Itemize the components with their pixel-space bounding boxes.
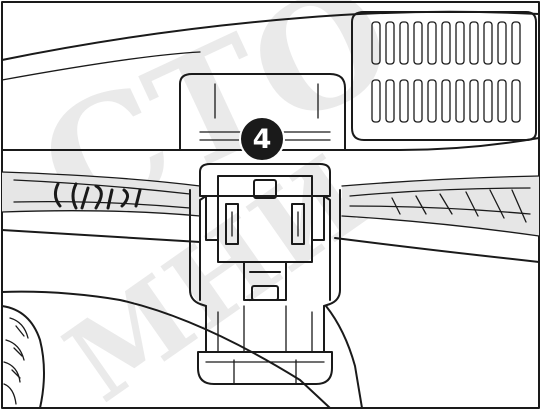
cable — [325, 305, 363, 409]
dash-trim-band — [1, 171, 540, 237]
dash-lower-contour-left — [1, 229, 201, 243]
ventilation-grille — [351, 11, 537, 141]
step-number-label: 4 — [253, 124, 272, 155]
steering-wheel-rim — [1, 305, 45, 409]
dash-lower-curve — [1, 290, 331, 409]
mount-housing — [179, 73, 346, 151]
step-number-badge: 4 — [239, 116, 285, 162]
dash-edge-right — [344, 137, 540, 151]
phone-mount-clip — [189, 163, 341, 385]
dash-lower-contour-right — [334, 237, 540, 263]
dashboard-contour — [1, 51, 201, 81]
